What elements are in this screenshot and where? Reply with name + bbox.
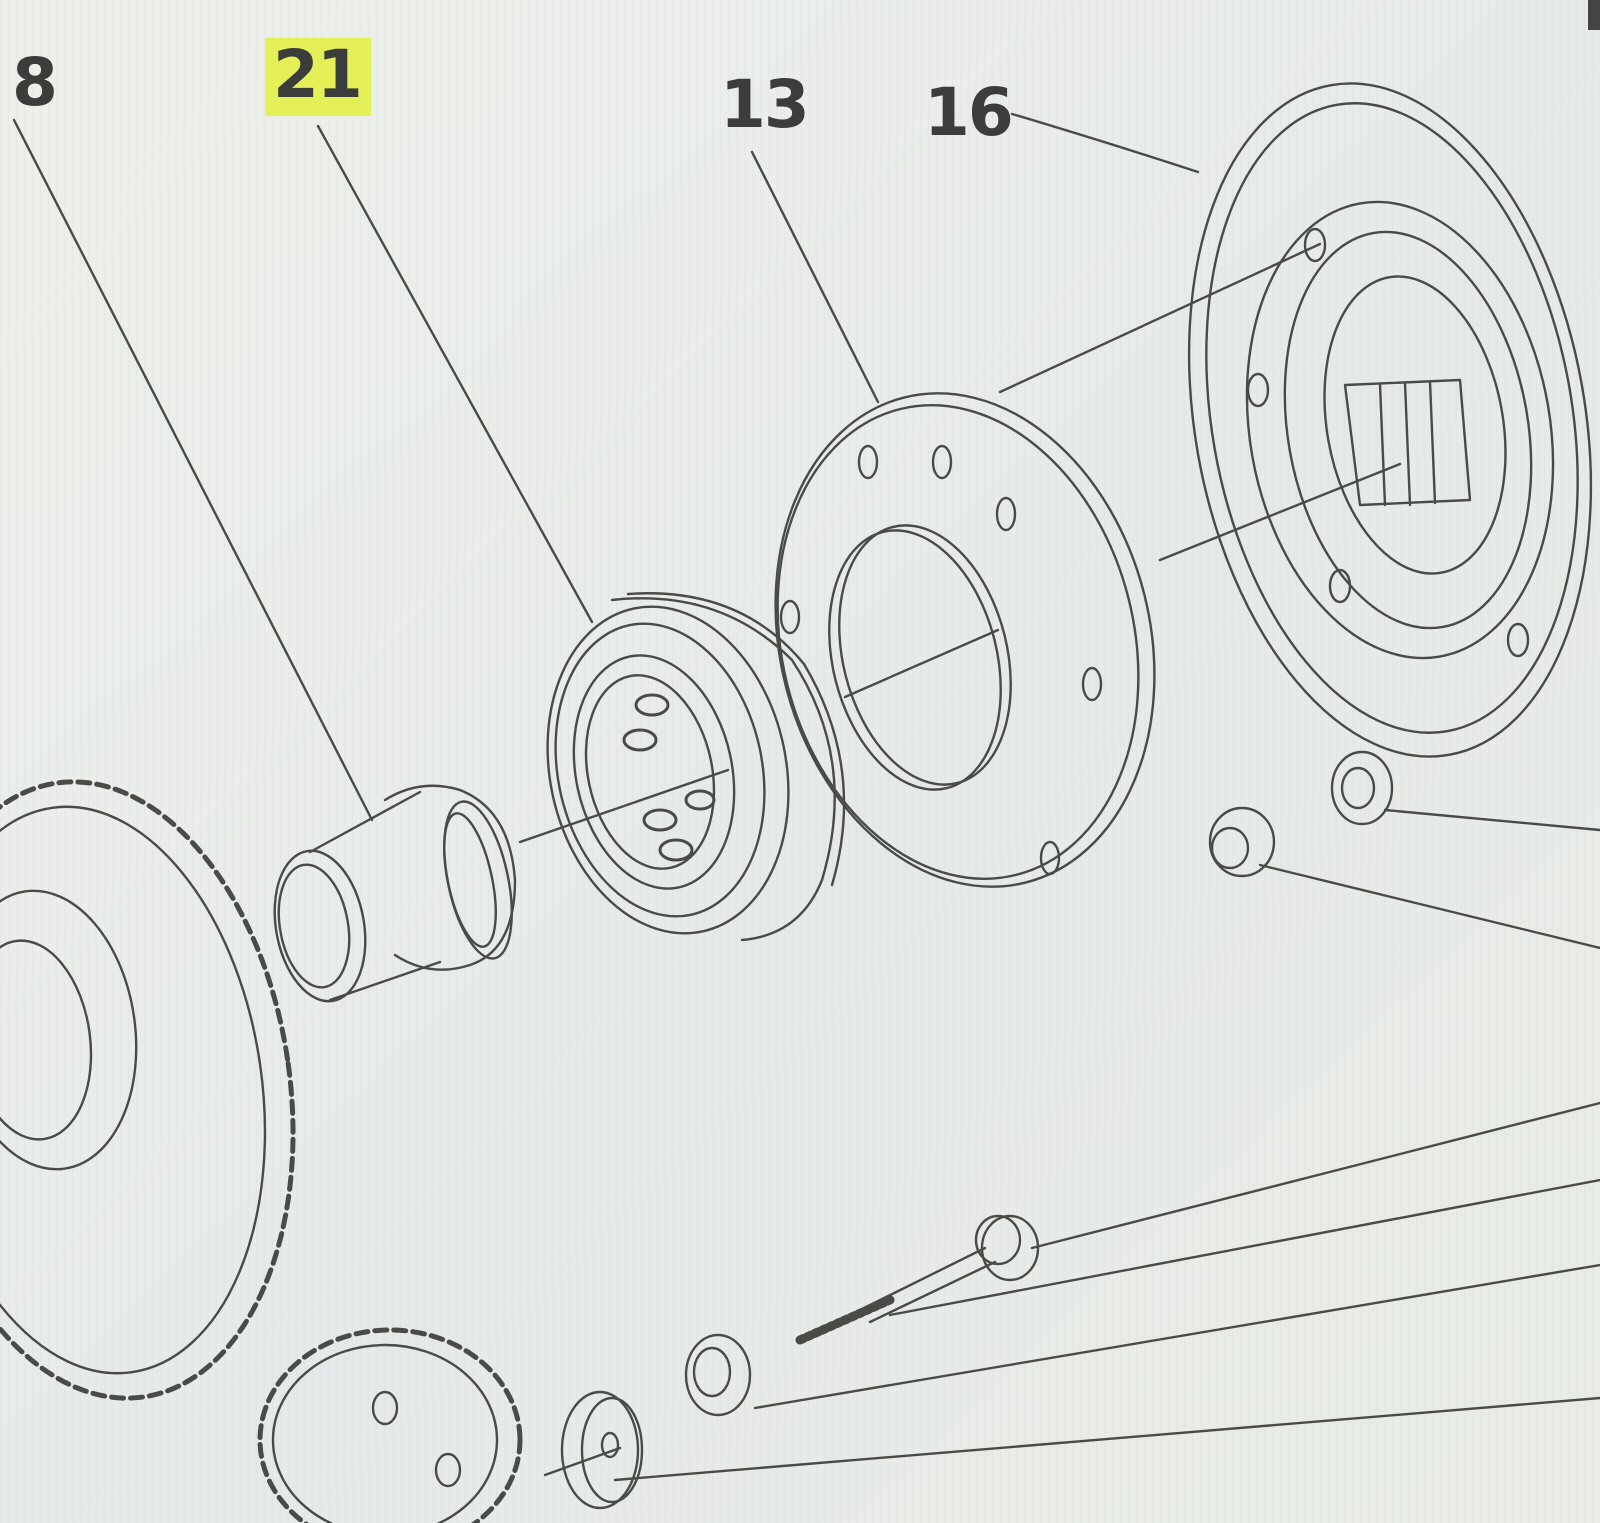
- bushing-part-8: [273, 784, 517, 1003]
- gear-left: [0, 779, 296, 1401]
- bearing-part-21: [546, 592, 846, 942]
- leader-lines: [12, 112, 1600, 1482]
- hardware-small-parts: [560, 1214, 1040, 1510]
- gear-bottom-hub: [271, 1343, 499, 1523]
- hub-part-16: [1187, 82, 1593, 758]
- nut-parts: [1208, 750, 1394, 878]
- gear-left-hub: [0, 805, 267, 1375]
- flange-plate-part-13: [774, 392, 1156, 888]
- callout-part-13: 13: [720, 66, 810, 143]
- callout-part-21-highlighted[interactable]: 21: [265, 38, 371, 116]
- gear-bottom: [257, 1327, 523, 1523]
- callout-part-16: 16: [924, 74, 1014, 151]
- callout-part-8: 8: [12, 44, 58, 121]
